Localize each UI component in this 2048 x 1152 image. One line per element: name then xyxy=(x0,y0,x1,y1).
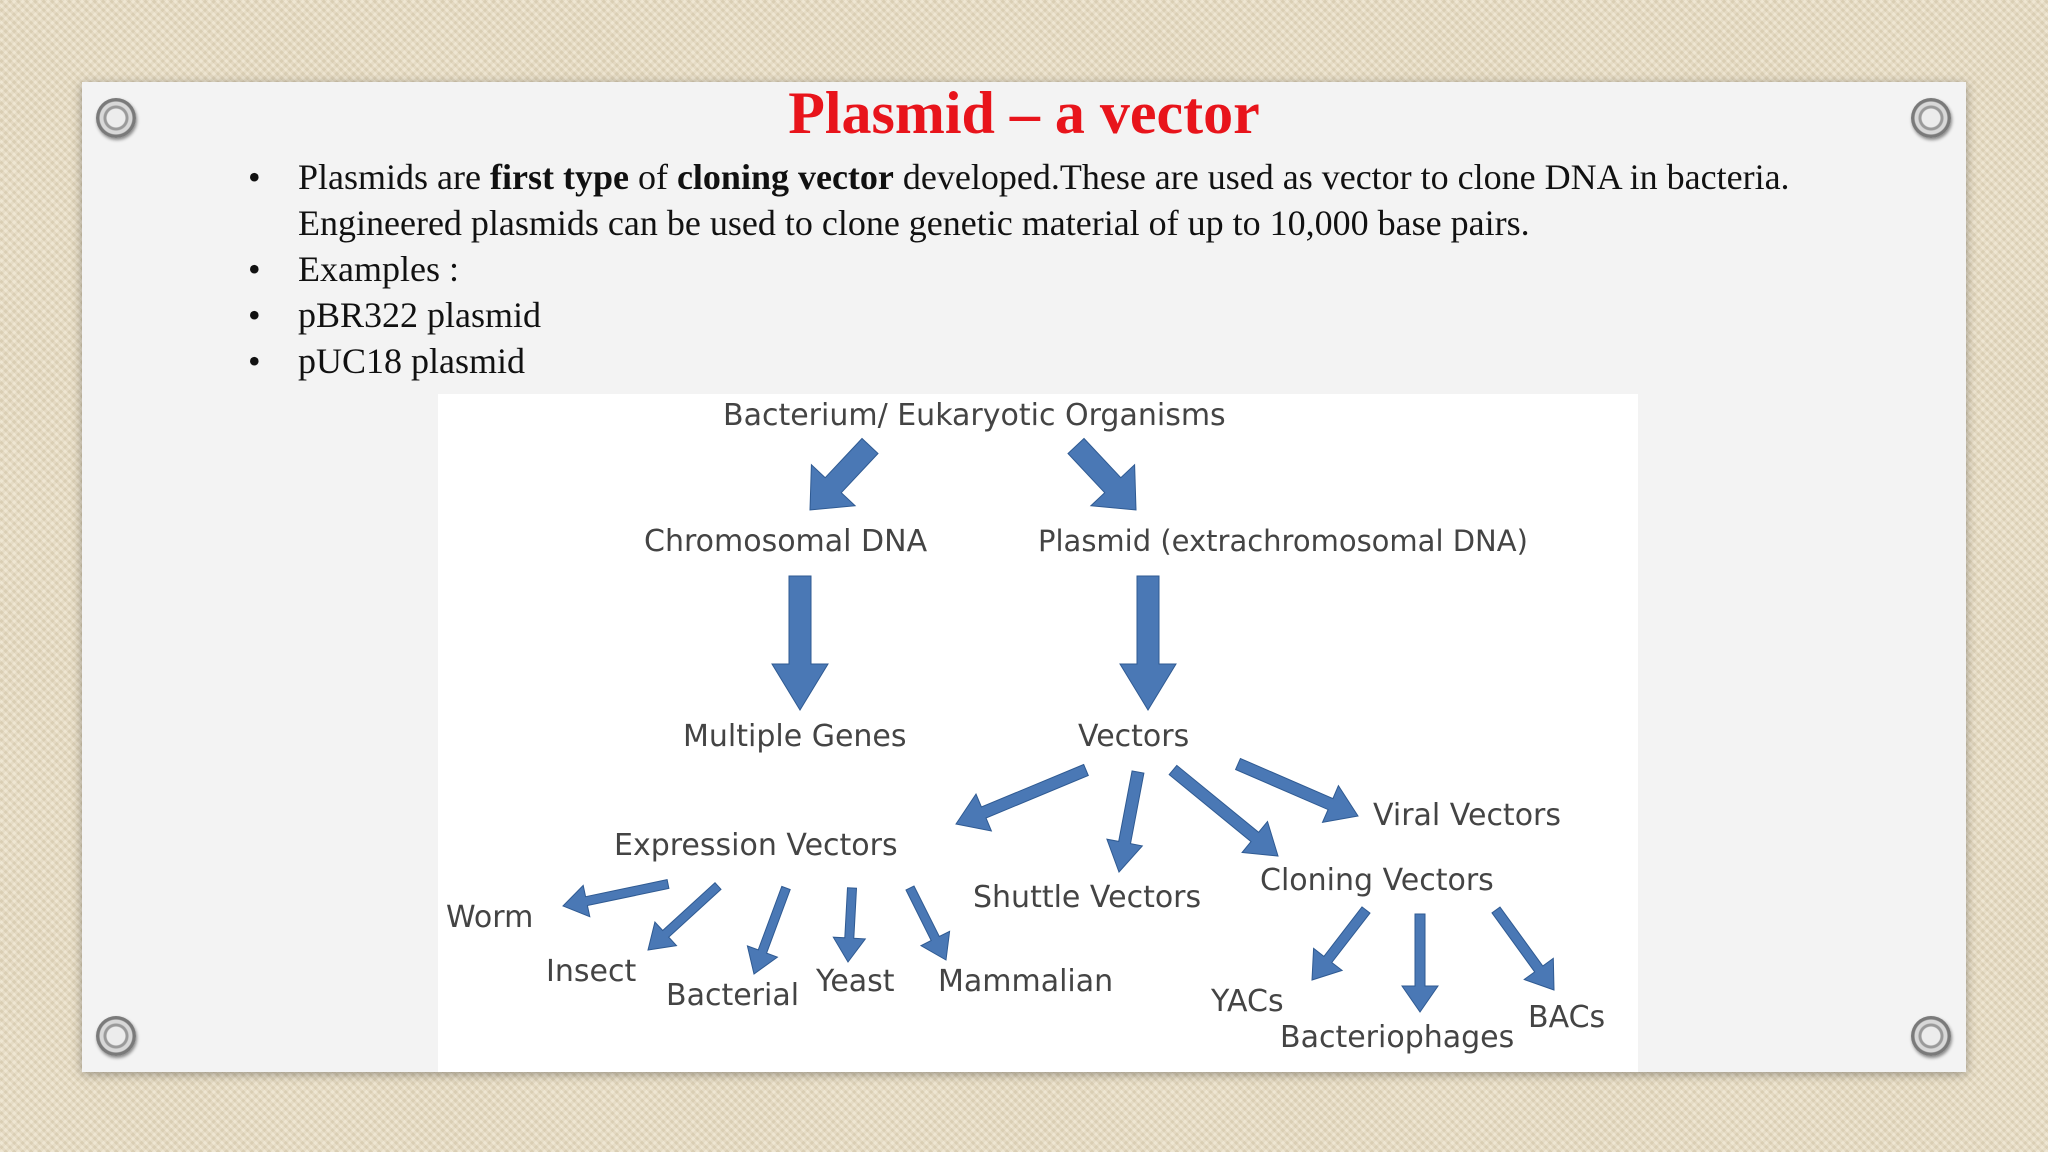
bullet-item: • Plasmids are first type of cloning vect… xyxy=(248,154,1808,246)
bullet-text: pBR322 plasmid xyxy=(298,295,542,335)
arrow-cloning-to-bacteriophages xyxy=(1401,913,1439,1013)
arrow-expression-to-yeast xyxy=(832,887,867,963)
arrow-plasmid-to-vectors xyxy=(1119,575,1177,711)
node-shuttle-vectors: Shuttle Vectors xyxy=(973,880,1202,915)
bullet-bold-text: cloning vector xyxy=(676,157,894,197)
arrow-expression-to-worm xyxy=(562,879,670,918)
arrow-vectors-to-cloning xyxy=(1168,764,1279,857)
node-vectors: Vectors xyxy=(1078,719,1190,754)
node-bacs: BACs xyxy=(1528,1000,1606,1035)
node-yacs: YACs xyxy=(1211,984,1284,1019)
bullet-dot: • xyxy=(248,249,261,289)
arrow-vectors-to-expression xyxy=(955,763,1089,832)
slide-title: Plasmid – a vector xyxy=(788,80,1260,146)
bullet-text: pUC18 plasmid xyxy=(298,341,526,381)
node-chromosomal-dna: Chromosomal DNA xyxy=(644,524,928,559)
bullet-dot: • xyxy=(248,295,261,335)
node-viral-vectors: Viral Vectors xyxy=(1373,798,1562,833)
arrow-root-to-plasmid xyxy=(1067,437,1137,511)
plasmid-vector-diagram: Bacterium/ Eukaryotic Organisms Chromoso… xyxy=(438,394,1638,1072)
bullet-text: Plasmids are xyxy=(298,157,490,197)
diagram-arrows xyxy=(562,437,1555,1013)
bullet-dot: • xyxy=(248,157,261,197)
node-cloning-vectors: Cloning Vectors xyxy=(1260,863,1494,898)
arrow-cloning-to-bacs xyxy=(1491,906,1555,991)
arrow-chromosomal-to-genes xyxy=(771,575,829,711)
bullet-bold-text: first type xyxy=(489,157,629,197)
node-bacterial: Bacterial xyxy=(666,978,800,1013)
node-multiple-genes: Multiple Genes xyxy=(683,719,907,754)
node-plasmid: Plasmid (extrachromosomal DNA) xyxy=(1038,524,1528,558)
arrow-expression-to-mammalian xyxy=(905,885,951,961)
node-worm: Worm xyxy=(446,900,534,935)
bullet-item: • Examples : xyxy=(248,246,1808,292)
arrow-vectors-to-viral xyxy=(1234,757,1359,824)
arrow-expression-to-insect xyxy=(647,881,722,951)
grommet-top-right xyxy=(1911,98,1951,138)
bullet-text: of xyxy=(628,157,677,197)
arrow-root-to-chromosomal xyxy=(809,437,879,511)
node-bacterium-eukaryotic: Bacterium/ Eukaryotic Organisms xyxy=(723,398,1226,433)
grommet-bottom-left xyxy=(96,1016,136,1056)
arrow-expression-to-bacterial xyxy=(746,885,791,975)
bullet-dot: • xyxy=(248,341,261,381)
arrow-vectors-to-shuttle xyxy=(1106,770,1145,873)
bullet-list: • Plasmids are first type of cloning vect… xyxy=(248,154,1808,384)
grommet-top-left xyxy=(96,98,136,138)
bullet-text: developed.These are used as vector to cl… xyxy=(298,157,1790,243)
bullet-item: • pBR322 plasmid xyxy=(248,292,1808,338)
grommet-bottom-right xyxy=(1911,1016,1951,1056)
bullet-text: Examples : xyxy=(298,249,459,289)
node-yeast: Yeast xyxy=(816,964,895,999)
node-expression-vectors: Expression Vectors xyxy=(614,828,898,863)
node-mammalian: Mammalian xyxy=(938,964,1114,999)
arrow-cloning-to-yacs xyxy=(1311,906,1371,981)
node-insect: Insect xyxy=(546,954,637,989)
bullet-item: • pUC18 plasmid xyxy=(248,338,1808,384)
node-bacteriophages: Bacteriophages xyxy=(1280,1020,1515,1055)
